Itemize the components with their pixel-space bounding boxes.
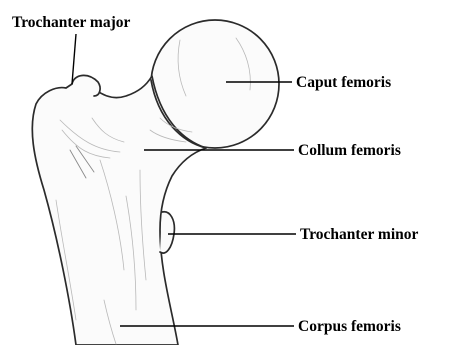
trochanter-minor-bump: [160, 212, 174, 253]
leader-trochanter-major: [72, 34, 76, 84]
label-corpus-femoris: Corpus femoris: [298, 318, 401, 335]
label-trochanter-minor: Trochanter minor: [300, 226, 419, 243]
femur-drawing: [32, 20, 279, 345]
label-collum-femoris: Collum femoris: [298, 142, 401, 159]
label-caput-femoris: Caput femoris: [296, 74, 391, 91]
label-trochanter-major: Trochanter major: [12, 14, 130, 31]
